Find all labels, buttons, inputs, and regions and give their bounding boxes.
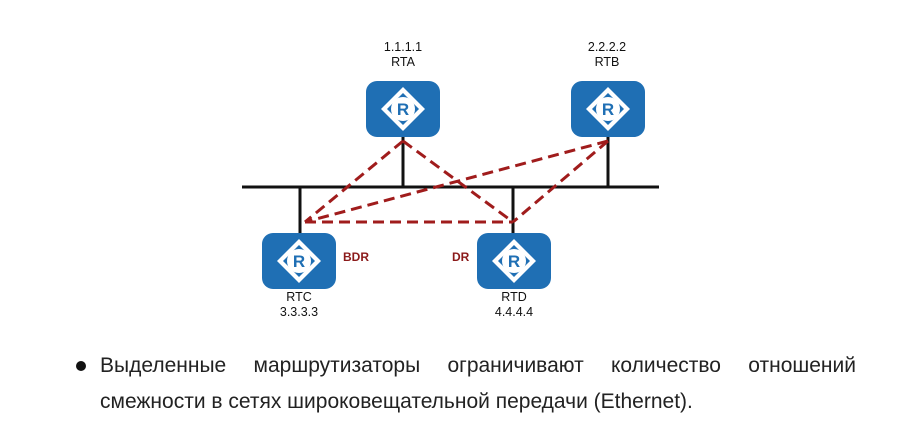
rtd-name: RTD: [501, 290, 527, 304]
rtb-router-id: 2.2.2.2: [587, 40, 627, 54]
rta-label: 1.1.1.1 RTA: [373, 40, 433, 70]
router-letter: R: [602, 100, 614, 119]
bullet-text: Выделенные маршрутизаторы ограничивают к…: [100, 354, 856, 413]
rtd-router-id: 4.4.4.4: [494, 305, 534, 319]
adjacency-rta-rtc: [304, 139, 404, 224]
router-letter: R: [508, 252, 520, 271]
rtc-router-id: 3.3.3.3: [279, 305, 319, 319]
router-rtb: R: [571, 81, 645, 137]
adjacency-rtb-rtd: [512, 139, 609, 224]
router-rta: R: [366, 81, 440, 137]
router-rtd: R: [477, 233, 551, 289]
bullet-dot: [76, 361, 86, 371]
router-rtc: R: [262, 233, 336, 289]
router-letter: R: [397, 100, 409, 119]
rtd-label: RTD 4.4.4.4: [484, 290, 544, 320]
rtb-label: 2.2.2.2 RTB: [577, 40, 637, 70]
bdr-role-label: BDR: [343, 250, 369, 264]
dr-role-label: DR: [452, 250, 470, 264]
rtc-name: RTC: [286, 290, 312, 304]
rtc-label: RTC 3.3.3.3: [269, 290, 329, 320]
rta-router-id: 1.1.1.1: [383, 40, 423, 54]
rta-name: RTA: [391, 55, 415, 69]
rtb-name: RTB: [594, 55, 620, 69]
bullet-item: Выделенные маршрутизаторы ограничивают к…: [76, 348, 856, 420]
adjacency-rtb-rtc: [304, 139, 609, 224]
router-letter: R: [293, 252, 305, 271]
